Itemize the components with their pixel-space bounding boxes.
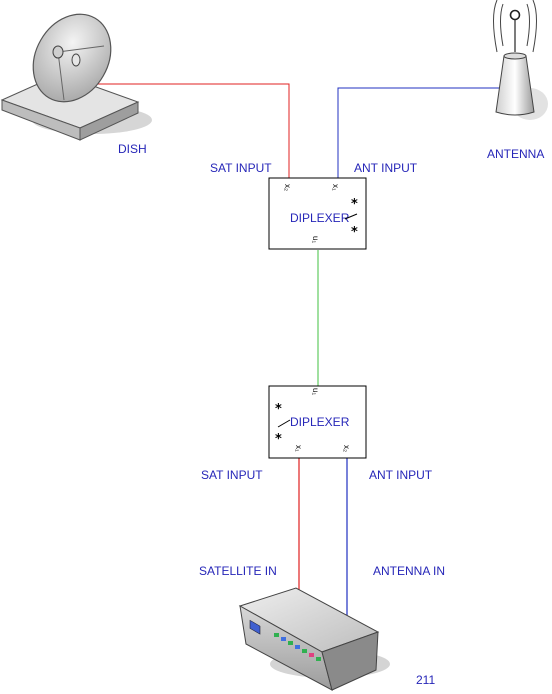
top-ant-input-label: ANT INPUT xyxy=(354,161,418,175)
receiver-box-icon xyxy=(238,587,390,691)
bottom-diplexer-label: DIPLEXER xyxy=(290,415,350,429)
dish-to-sat-input-wire xyxy=(68,83,290,178)
bottom-port-x2: x₂ xyxy=(342,445,351,452)
satellite-dish-icon xyxy=(0,13,152,141)
top-diplexer-switch-icon xyxy=(344,213,358,220)
top-diplexer-label: DIPLEXER xyxy=(290,211,350,225)
bottom-diplexer-switch-icon xyxy=(277,419,291,428)
top-diplexer-mark-lower: * xyxy=(351,225,358,240)
top-sat-input-label: SAT INPUT xyxy=(210,161,272,175)
satellite-in-label: SATELLITE IN xyxy=(199,564,277,578)
antenna-to-ant-input-wire xyxy=(337,87,500,178)
bottom-port-x1: x₁ xyxy=(294,445,303,452)
bottom-diplexer: u₁ x₁ x₂ DIPLEXER * * xyxy=(268,385,367,459)
antenna-in-label: ANTENNA IN xyxy=(373,564,445,578)
dish-label: DISH xyxy=(118,142,147,156)
top-port-u1: u₁ xyxy=(311,236,320,243)
top-port-x1: x₁ xyxy=(331,184,340,191)
bottom-ant-input-label: ANT INPUT xyxy=(369,468,433,482)
receiver-model-label: 211 xyxy=(416,673,435,687)
top-port-x2: x₂ xyxy=(283,184,292,191)
top-diplexer-mark-upper: * xyxy=(351,197,358,212)
bottom-port-u1: u₁ xyxy=(311,388,320,395)
bottom-sat-input-label: SAT INPUT xyxy=(201,468,263,482)
bottom-diplexer-mark-upper: * xyxy=(275,402,282,417)
top-diplexer: x₂ x₁ u₁ DIPLEXER * * xyxy=(268,177,367,250)
bottom-diplexer-mark-lower: * xyxy=(275,432,282,447)
antenna-tower-icon xyxy=(493,0,548,120)
antenna-label: ANTENNA xyxy=(487,147,544,161)
